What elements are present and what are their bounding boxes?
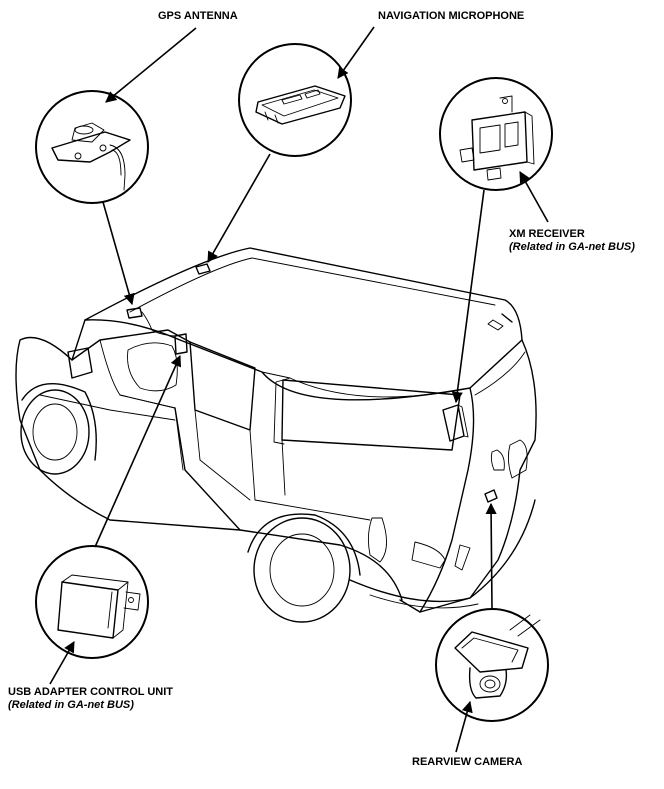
leader-lines [49, 26, 549, 753]
usb-unit-on-vehicle [174, 333, 188, 355]
xm-receiver-on-vehicle [442, 404, 469, 442]
usb-adapter-note: (Related in GA-net BUS) [8, 699, 134, 711]
gps-antenna-on-roof [126, 307, 176, 337]
xm-receiver-label: XM RECEIVER [509, 228, 585, 240]
usb-adapter-label: USB ADAPTER CONTROL UNIT [8, 686, 173, 698]
xm-receiver-callout [439, 77, 553, 191]
gps-antenna-label: GPS ANTENNA [158, 10, 238, 22]
navigation-microphone-callout [238, 43, 352, 157]
vehicle-drawing [15, 247, 537, 623]
usb-adapter-callout [35, 545, 149, 659]
rearview-camera-label: REARVIEW CAMERA [412, 756, 522, 768]
xm-receiver-note: (Related in GA-net BUS) [509, 241, 635, 253]
rearview-camera-on-vehicle [484, 489, 498, 503]
rearview-camera-callout [435, 608, 549, 722]
navigation-microphone-label: NAVIGATION MICROPHONE [378, 10, 524, 22]
microphone-on-roof [195, 263, 211, 275]
gps-antenna-callout [35, 90, 149, 204]
roof-antenna-mark [487, 313, 513, 331]
